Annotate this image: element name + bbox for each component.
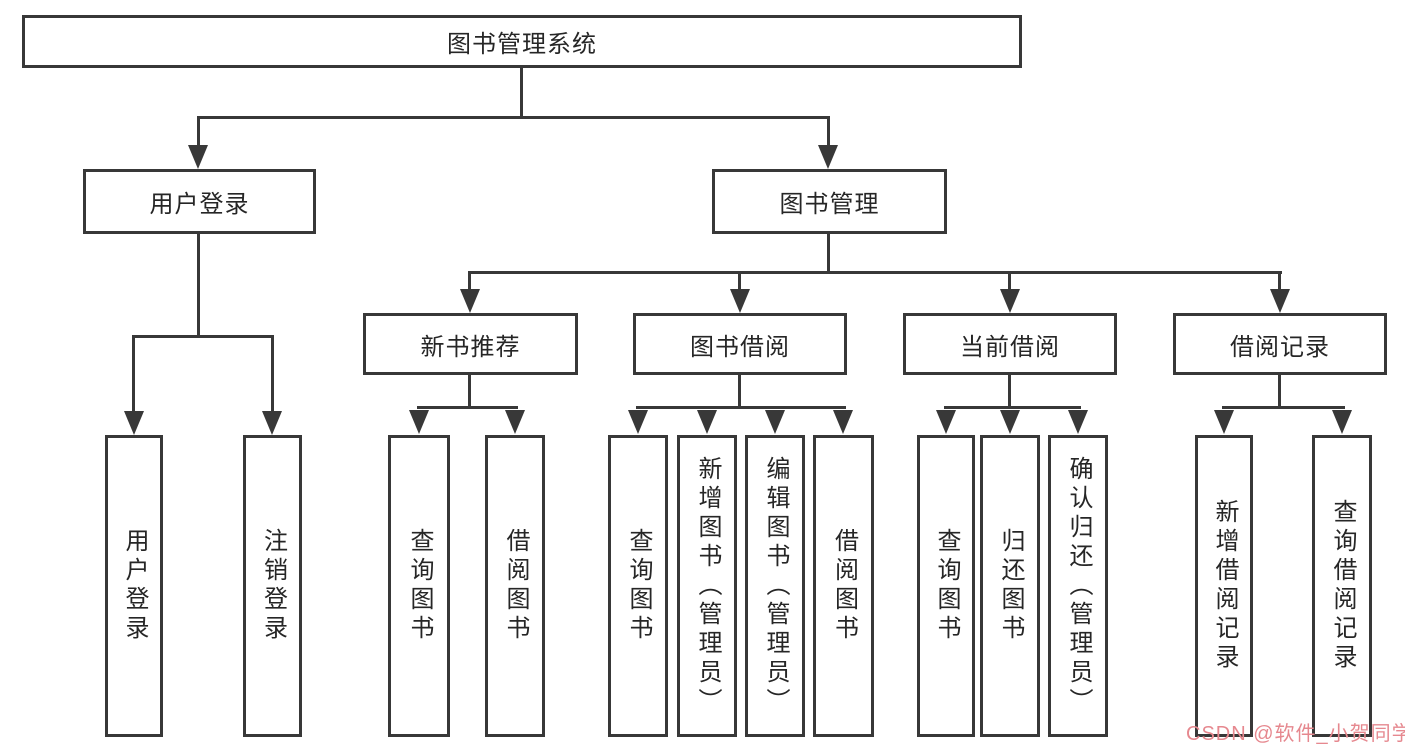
arrowhead-icon xyxy=(730,289,750,313)
arrowhead-icon xyxy=(1270,289,1290,313)
connector-drop-logout xyxy=(271,338,274,411)
connector-group-3-horizontal xyxy=(1222,406,1345,409)
node-leaf-logout: 注销登录 xyxy=(243,435,302,737)
arrowhead-icon xyxy=(460,289,480,313)
node-leaf-query-book: 查询图书 xyxy=(388,435,450,737)
connector-group-1-trunk xyxy=(738,375,741,408)
arrowhead-icon xyxy=(833,410,853,434)
connector-group-3-trunk xyxy=(1278,375,1281,408)
arrowhead-icon xyxy=(628,410,648,434)
connector-root-trunk xyxy=(520,68,523,118)
arrowhead-icon xyxy=(1068,410,1088,434)
arrowhead-icon xyxy=(124,411,144,435)
arrowhead-icon xyxy=(188,145,208,169)
arrowhead-icon xyxy=(936,410,956,434)
connector-drop-login xyxy=(132,338,135,411)
connector-drop-user-login xyxy=(197,119,200,147)
arrowhead-icon xyxy=(1214,410,1234,434)
connector-group-1-horizontal xyxy=(636,406,846,409)
node-leaf-return-book: 归还图书 xyxy=(980,435,1040,737)
node-leaf-confirm-return-admin: 确认归还（管理员） xyxy=(1048,435,1108,737)
node-borrow-record: 借阅记录 xyxy=(1173,313,1387,375)
connector-drop-group-3 xyxy=(1278,274,1281,291)
arrowhead-icon xyxy=(765,410,785,434)
connector-groups-horizontal xyxy=(468,271,1282,274)
arrowhead-icon xyxy=(697,410,717,434)
connector-group-2-horizontal xyxy=(944,406,1081,409)
connector-group-0-horizontal xyxy=(417,406,518,409)
node-leaf-add-borrow-record: 新增借阅记录 xyxy=(1195,435,1253,737)
node-book-borrow: 图书借阅 xyxy=(633,313,847,375)
connector-drop-group-2 xyxy=(1008,274,1011,291)
arrowhead-icon xyxy=(409,410,429,434)
node-book-mgmt: 图书管理 xyxy=(712,169,947,234)
node-user-login: 用户登录 xyxy=(83,169,316,234)
connector-drop-group-0 xyxy=(468,274,471,291)
node-leaf-add-book-admin: 新增图书（管理员） xyxy=(677,435,737,737)
connector-group-0-trunk xyxy=(468,375,471,408)
node-leaf-borrow-book: 借阅图书 xyxy=(485,435,545,737)
node-new-book-recommend: 新书推荐 xyxy=(363,313,578,375)
connector-user-login-trunk xyxy=(197,234,200,337)
node-leaf-user-login: 用户登录 xyxy=(105,435,163,737)
arrowhead-icon xyxy=(818,145,838,169)
connector-group-2-trunk xyxy=(1008,375,1011,408)
connector-user-login-horizontal xyxy=(132,335,274,338)
node-leaf-query-book: 查询图书 xyxy=(608,435,668,737)
connector-level2-horizontal xyxy=(197,116,830,119)
arrowhead-icon xyxy=(505,410,525,434)
node-root: 图书管理系统 xyxy=(22,15,1022,68)
connector-book-mgmt-trunk xyxy=(827,234,830,273)
arrowhead-icon xyxy=(1000,289,1020,313)
arrowhead-icon xyxy=(1332,410,1352,434)
node-current-borrow: 当前借阅 xyxy=(903,313,1117,375)
node-leaf-edit-book-admin: 编辑图书（管理员） xyxy=(745,435,805,737)
node-leaf-query-book: 查询图书 xyxy=(917,435,975,737)
connector-drop-group-1 xyxy=(738,274,741,291)
arrowhead-icon xyxy=(262,411,282,435)
node-leaf-query-borrow-record: 查询借阅记录 xyxy=(1312,435,1372,737)
connector-drop-book-mgmt xyxy=(827,119,830,147)
node-leaf-borrow-book: 借阅图书 xyxy=(813,435,874,737)
csdn-watermark: CSDN @软件_小贺同学 xyxy=(1186,723,1405,745)
arrowhead-icon xyxy=(1000,410,1020,434)
